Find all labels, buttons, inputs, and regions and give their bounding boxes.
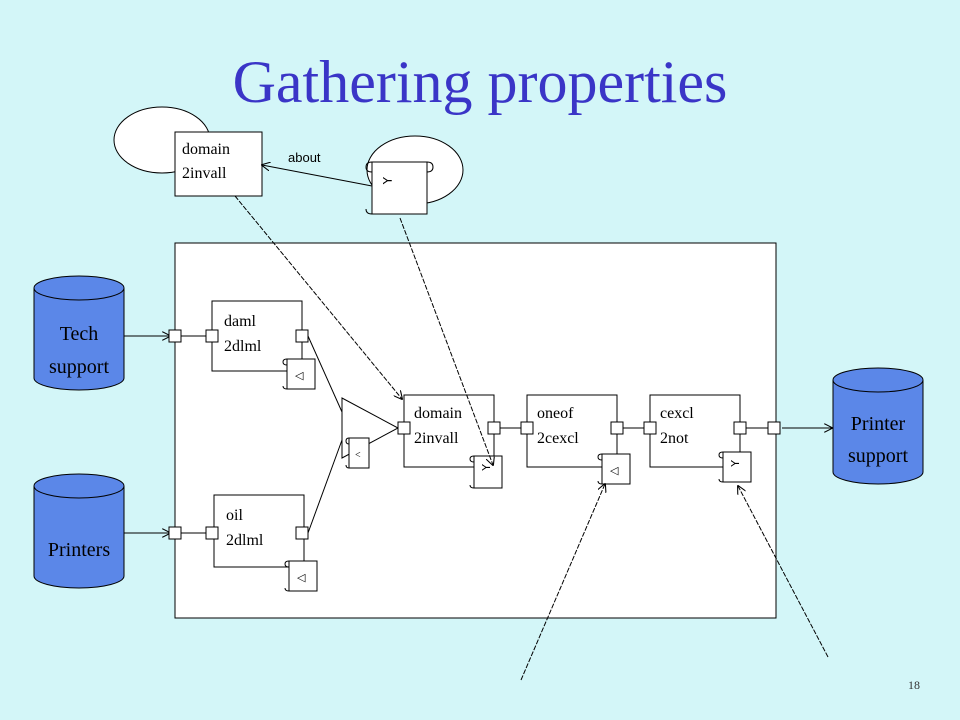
domain-scroll-icon: ⅄ (469, 455, 503, 489)
oil-to-merge (307, 439, 343, 534)
tech-support-line2: support (49, 356, 109, 378)
daml-scroll-icon: ◁ (282, 358, 316, 390)
output-port (767, 421, 781, 435)
top-scroll-icon: ⅄ (365, 161, 434, 215)
daml-scroll-glyph: ◁ (295, 370, 304, 382)
cexcl-line2: 2not (660, 430, 689, 447)
top-component-line2: 2invall (182, 165, 227, 182)
domain-component: domain 2invall (397, 394, 501, 468)
about-arrow (262, 165, 373, 187)
domain-scroll-glyph: ⅄ (479, 464, 491, 471)
oil-line2: 2dlml (226, 532, 264, 549)
oneof-scroll-icon: ◁ (597, 453, 631, 485)
daml-to-merge (307, 335, 343, 413)
daml-line2: 2dlml (224, 338, 262, 355)
top-component-line1: domain (182, 141, 230, 158)
printer-support-database: Printer support (832, 367, 924, 485)
bottom-to-oneof-scroll-arrow (520, 484, 605, 681)
merge-scroll-icon: < (345, 437, 370, 469)
oneof-line1: oneof (537, 405, 574, 422)
cexcl-scroll-icon: ⅄ (718, 451, 752, 483)
top-component: domain 2invall (174, 131, 263, 197)
cexcl-scroll-glyph: ⅄ (728, 460, 740, 467)
domain-line1: domain (414, 405, 462, 422)
top-scroll-to-domain-scroll-arrow (399, 217, 493, 465)
oneof-scroll-glyph: ◁ (610, 465, 619, 477)
domain-line2: 2invall (414, 430, 459, 447)
tech-support-port (168, 329, 182, 343)
tech-support-database: Tech support (33, 275, 125, 391)
merge-scroll-glyph: < (355, 450, 361, 461)
printer-support-line1: Printer (851, 413, 906, 435)
printer-support-line2: support (848, 445, 908, 467)
oil-line1: oil (226, 507, 243, 524)
tech-support-line1: Tech (60, 323, 99, 345)
printers-label: Printers (48, 539, 110, 561)
printers-database: Printers (33, 473, 125, 589)
oil-component: oil 2dlml (181, 494, 309, 568)
about-label: about (288, 150, 321, 165)
top-scroll-glyph: ⅄ (380, 176, 394, 185)
daml-line1: daml (224, 313, 257, 330)
printers-port (168, 526, 182, 540)
top-component-to-domain-arrow (234, 195, 402, 399)
oneof-line2: 2cexcl (537, 430, 579, 447)
oil-scroll-glyph: ◁ (297, 572, 306, 584)
oil-scroll-icon: ◁ (284, 560, 318, 592)
slide-number: 18 (908, 678, 920, 692)
cexcl-line1: cexcl (660, 405, 694, 422)
slide-title: Gathering properties (232, 49, 728, 115)
